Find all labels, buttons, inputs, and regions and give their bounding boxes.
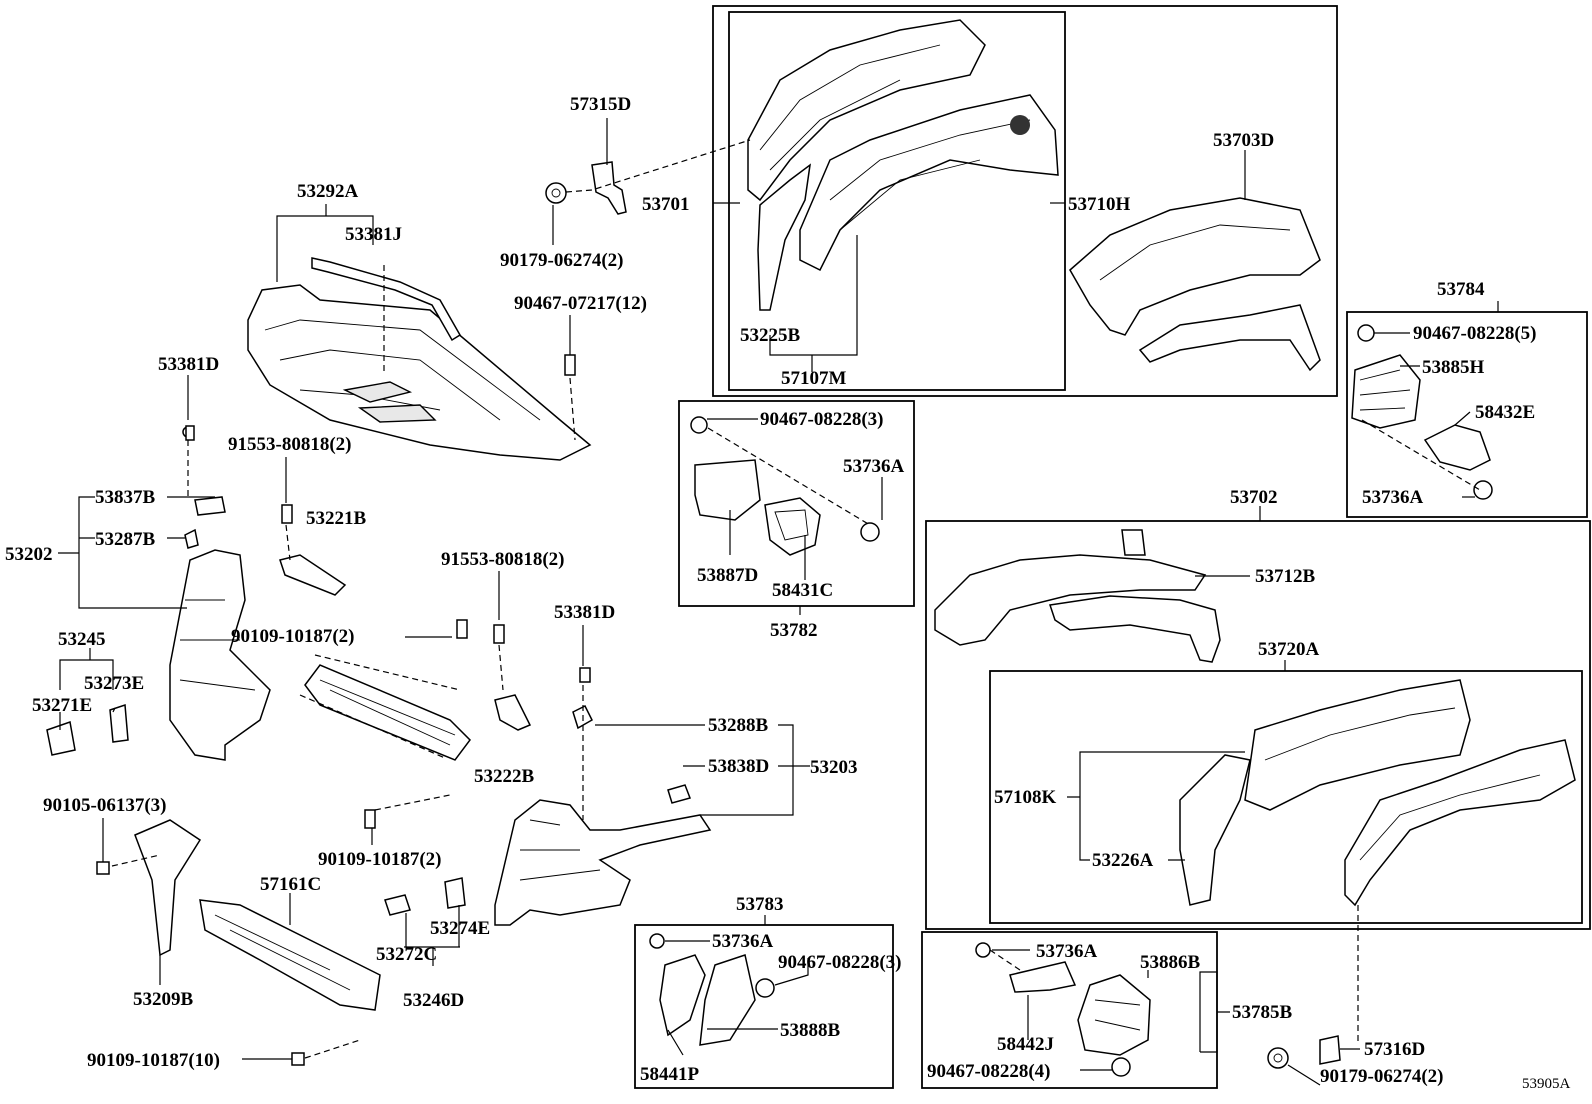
part-53203-support [494,704,712,926]
label-53720a: 53720A [1258,639,1320,660]
part-57161c-crossmember [199,899,381,1011]
part-53292a-panel [247,284,592,461]
label-53202: 53202 [5,544,53,565]
label-53287b: 53287B [95,529,156,550]
label-90105-06137: 90105-06137(3) [43,795,166,816]
label-58431c: 58431C [772,580,833,601]
label-90467-08228-d: 90467-08228(4) [927,1061,1050,1082]
part-53221b [279,554,347,596]
label-53225b: 53225B [740,325,801,346]
part-radiator-crossmember [304,664,471,761]
part-57315d-bracket [545,161,627,215]
part-53720a-group [1179,679,1576,907]
label-53736a-a: 53736A [843,456,905,477]
part-53272c [384,894,411,916]
label-53785b: 53785B [1232,1002,1293,1023]
part-53783-group [649,933,775,1046]
part-53703d-wheel-apron [1069,197,1321,372]
box-53702 [925,520,1591,930]
label-53710h: 53710H [1068,194,1131,215]
label-53782: 53782 [770,620,818,641]
label-53288b: 53288B [708,715,769,736]
label-53226a: 53226A [1092,850,1154,871]
box-53783 [634,924,894,1089]
label-53209b: 53209B [133,989,194,1010]
label-53271e: 53271E [32,695,92,716]
label-53886b: 53886B [1140,952,1201,973]
box-53782 [678,400,915,607]
part-53785b-group [975,942,1151,1077]
label-53736a-b: 53736A [1362,487,1424,508]
diagram-id: 53905A [1522,1076,1571,1092]
label-53736a-c: 53736A [712,931,774,952]
label-53381d-a: 53381D [158,354,219,375]
label-57108k: 57108K [994,787,1057,808]
part-53271e [46,721,76,756]
label-53222b: 53222B [474,766,535,787]
label-58442j: 58442J [997,1034,1054,1055]
label-53887d: 53887D [697,565,758,586]
label-53246d: 53246D [403,990,464,1011]
label-90467-08228-c: 90467-08228(3) [778,952,901,973]
group-labels: 57315D 53292A 53381J 90179-06274(2) 9046… [5,94,1571,1092]
label-53381j: 53381J [345,224,402,245]
part-53710h-apron [799,94,1059,272]
part-53712b [934,529,1221,663]
part-53701-apron [747,19,986,311]
label-90467-08228-a: 90467-08228(3) [760,409,883,430]
part-53381j-seal [311,257,462,342]
part-53784-group [1351,324,1493,500]
label-53203: 53203 [810,757,858,778]
label-90109-10187-b: 90109-10187(2) [318,849,441,870]
label-53888b: 53888B [780,1020,841,1041]
part-53274e [444,877,466,909]
part-53222b [494,694,532,731]
label-90109-10187-c: 90109-10187(10) [87,1050,220,1071]
label-53381d-b: 53381D [554,602,615,623]
label-53736a-d: 53736A [1036,941,1098,962]
label-58432e: 58432E [1475,402,1535,423]
label-57315d: 57315D [570,94,631,115]
label-90467-08228-b: 90467-08228(5) [1413,323,1536,344]
group-parts [46,19,1576,1077]
label-91553-80818-a: 91553-80818(2) [228,434,351,455]
label-57316d: 57316D [1364,1039,1425,1060]
part-53782-group [690,416,880,556]
label-90109-10187-a: 90109-10187(2) [231,626,354,647]
label-53273e: 53273E [84,673,144,694]
group-leaders [58,118,1499,1086]
label-57107m: 57107M [781,368,847,389]
label-53272c: 53272C [376,944,437,965]
label-53221b: 53221B [306,508,367,529]
part-57316d-bracket [1267,1035,1341,1069]
label-53245: 53245 [58,629,106,650]
label-53702: 53702 [1230,487,1278,508]
part-53209b [134,819,202,957]
label-91553-80818-b: 91553-80818(2) [441,549,564,570]
label-90179-06274-b: 90179-06274(2) [1320,1066,1443,1087]
label-53885h: 53885H [1422,357,1485,378]
label-53784: 53784 [1437,279,1485,300]
box-53784 [1346,311,1588,518]
label-53292a: 53292A [297,181,359,202]
label-53703d: 53703D [1213,130,1274,151]
label-57161c: 57161C [260,874,321,895]
label-53701: 53701 [642,194,690,215]
label-90467-07217: 90467-07217(12) [514,293,647,314]
box-53720a [989,670,1583,924]
label-90179-06274-a: 90179-06274(2) [500,250,623,271]
box-53701-inner [728,11,1066,391]
part-53202-support [169,426,271,761]
label-53783: 53783 [736,894,784,915]
label-53712b: 53712B [1255,566,1316,587]
part-53273e [109,703,129,743]
label-53838d: 53838D [708,756,769,777]
label-58441p: 58441P [640,1064,700,1085]
box-53701-53710h-53703d [712,5,1338,397]
fasteners [96,354,591,1066]
label-53274e: 53274E [430,918,490,939]
label-53837b: 53837B [95,487,156,508]
